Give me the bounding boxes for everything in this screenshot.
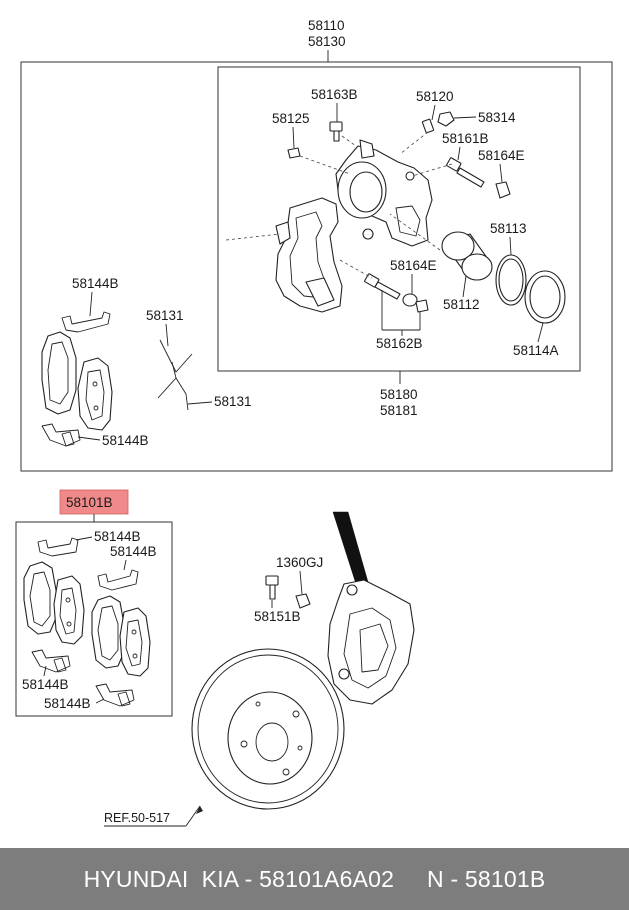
carrier-assembly-frame <box>217 66 581 372</box>
kit-shim-4-icon <box>95 683 135 707</box>
footer-part-numbers: HYUNDAI KIA - 58101A6A02 N - 58101B <box>83 865 546 892</box>
brake-disc-rotor-icon <box>191 648 345 810</box>
label-kit-58144b-3: 58144B <box>22 677 69 692</box>
brake-pad-inner-icon <box>41 331 77 415</box>
caliper-housing <box>335 139 433 247</box>
label-58162b: 58162B <box>376 336 423 351</box>
label-58164e-top: 58164E <box>478 148 525 163</box>
label-kit-58144b-4: 58144B <box>44 696 91 711</box>
label-58125: 58125 <box>272 111 310 126</box>
piston-58112-icon <box>441 231 493 281</box>
label-58144b-upper: 58144B <box>72 276 119 291</box>
label-58180: 58180 <box>380 387 418 402</box>
caliper-assembly-frame <box>20 61 613 472</box>
shim-clip-lower-icon <box>41 423 81 447</box>
mounted-caliper-icon <box>327 511 415 705</box>
label-58181: 58181 <box>380 403 418 418</box>
pin-kit-58162b-icon <box>364 273 429 313</box>
label-ref-50-517: REF.50-517 <box>104 811 170 825</box>
label-58163b: 58163B <box>311 87 358 102</box>
label-58314: 58314 <box>478 110 516 125</box>
boot-58164e-icon <box>495 181 511 199</box>
parts-diagram: 58110 58130 <box>15 18 613 827</box>
brake-pad-outer-icon <box>77 357 113 431</box>
label-kit-58144b-2: 58144B <box>110 544 157 559</box>
kit-pad-4-icon <box>119 607 151 677</box>
pad-kit-highlight <box>59 489 129 515</box>
kit-shim-2-icon <box>97 569 139 591</box>
label-58164e-mid: 58164E <box>390 258 437 273</box>
kit-shim-1-icon <box>37 537 79 557</box>
label-58101b: 58101B <box>66 495 113 510</box>
dust-boot-58114a-icon <box>524 270 566 324</box>
kit-shim-3-icon <box>31 649 71 673</box>
shim-clip-upper-icon <box>61 311 111 333</box>
kit-pad-1-icon <box>23 561 57 635</box>
label-58112: 58112 <box>443 297 480 312</box>
part-number-footer: HYUNDAI KIA - 58101A6A02 N - 58101B <box>0 848 629 910</box>
label-58131-bottom: 58131 <box>214 394 252 409</box>
guide-pin-58161b-icon <box>446 157 485 188</box>
label-58113: 58113 <box>490 221 527 236</box>
label-1360gj: 1360GJ <box>276 555 323 570</box>
cap-58125-icon <box>287 147 301 159</box>
kit-pad-2-icon <box>53 575 85 645</box>
seal-58113-icon <box>495 254 527 306</box>
cap-58314-icon <box>437 111 455 127</box>
bleeder-58120-icon <box>421 118 435 134</box>
label-kit-58144b-1: 58144B <box>94 529 141 544</box>
caliper-carrier-bracket <box>275 197 343 313</box>
label-58144b-lower: 58144B <box>102 433 149 448</box>
label-58151b: 58151B <box>254 609 301 624</box>
label-58131-top: 58131 <box>146 308 184 323</box>
bolt-58151b-icon <box>265 575 279 600</box>
kit-pad-3-icon <box>91 595 125 669</box>
bolt-58163b-icon <box>329 121 343 142</box>
label-58161b: 58161B <box>442 131 489 146</box>
label-58110: 58110 <box>308 18 345 33</box>
label-58114a: 58114A <box>513 343 559 358</box>
label-58130: 58130 <box>308 34 346 49</box>
label-58120: 58120 <box>416 89 454 104</box>
anti-rattle-spring-icon <box>157 339 193 411</box>
nut-1360gj-icon <box>295 593 311 609</box>
